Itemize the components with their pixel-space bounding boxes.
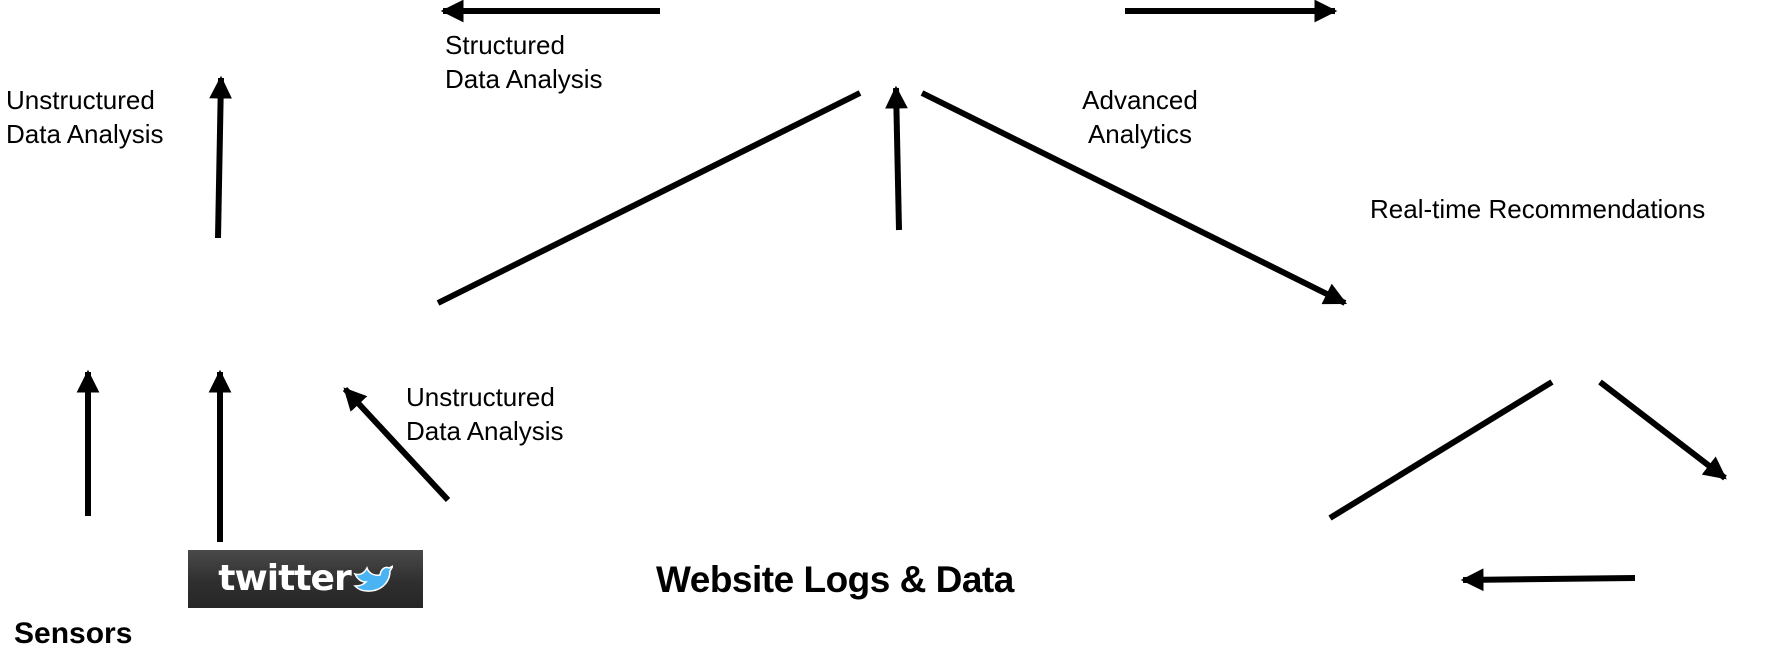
line-hub-right [920,90,1348,306]
label-advanced-analytics: Advanced Analytics [1040,83,1240,151]
label-line: Unstructured [6,85,155,115]
label-unstructured-data-analysis-left: Unstructured Data Analysis [6,83,164,151]
label-real-time-recommendations: Real-time Recommendations [1370,192,1705,226]
arrow-diagonal-up-left [342,386,451,503]
twitter-wordmark: twitter [218,558,351,599]
label-structured-data-analysis: Structured Data Analysis [445,28,603,96]
label-line: Data Analysis [406,416,564,446]
label-line: Structured [445,30,565,60]
arrow-hub-center-up [885,85,908,231]
label-line: Advanced [1082,85,1198,115]
twitter-logo: twitter [188,550,423,608]
line-hub-left [436,90,862,306]
label-line: Unstructured [406,382,555,412]
label-line: Analytics [1087,119,1193,149]
twitter-bird-icon [352,560,395,599]
label-line: Website Logs & Data [656,559,1014,600]
label-line: Data Analysis [445,64,603,94]
label-line: Sensors [14,617,133,650]
arrow-unstructured-up [209,75,233,239]
label-website-logs-data: Website Logs & Data [656,558,1014,602]
label-line: Real-time Recommendations [1370,194,1706,224]
arrow-bottom-left [1460,568,1636,592]
label-line: Data Analysis [6,119,164,149]
label-sensors: Sensors [14,616,132,652]
line-lower-hub-left [1328,379,1554,521]
label-unstructured-data-analysis-mid: Unstructured Data Analysis [406,380,564,448]
arrow-lower-hub-right [1598,379,1727,481]
